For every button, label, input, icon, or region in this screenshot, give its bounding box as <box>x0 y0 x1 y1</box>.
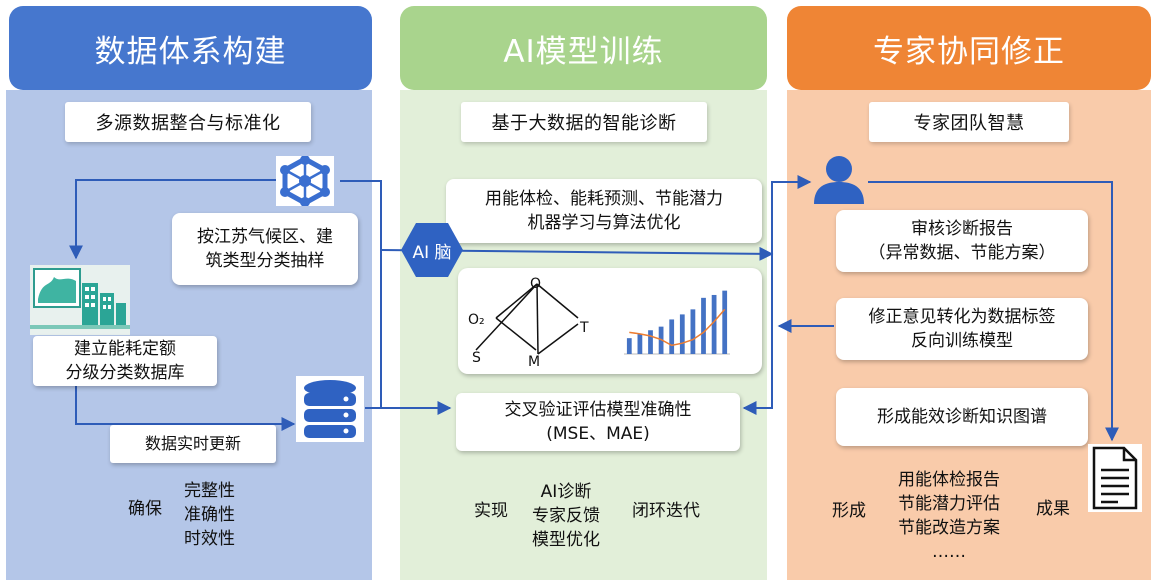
mini-chart-bar <box>690 309 696 354</box>
mini-chart-line <box>629 308 726 347</box>
column1-subtitle: 多源数据整合与标准化 <box>65 102 311 142</box>
sampling-box: 按江苏气候区、建 筑类型分类抽样 <box>172 213 358 285</box>
graph-node: O <box>530 276 542 292</box>
database-icon <box>296 376 364 442</box>
column1-header: 数据体系构建 <box>9 6 372 90</box>
ai-brain-badge: AI 脑 <box>400 221 464 279</box>
loop-label: 闭环迭代 <box>632 501 700 521</box>
form-list: 用能体检报告 节能潜力评估 节能改造方案 …… <box>898 468 1000 564</box>
ensure-label: 确保 <box>128 499 162 519</box>
graph-node: T <box>580 320 589 336</box>
database-box: 建立能耗定额 分级分类数据库 <box>33 336 217 386</box>
update-box: 数据实时更新 <box>110 425 276 463</box>
column2-header: AI模型训练 <box>400 6 767 90</box>
mini-chart-bar <box>669 319 675 354</box>
realize-item: AI诊断 <box>540 482 592 502</box>
ai-brain-label: AI 脑 <box>412 242 452 263</box>
functions-box: 用能体检、能耗预测、节能潜力 机器学习与算法优化 <box>446 179 762 243</box>
network-icon <box>276 155 334 207</box>
review-box: 审核诊断报告 （异常数据、节能方案） <box>836 210 1088 272</box>
map-buildings-icon <box>30 263 130 335</box>
ensure-list: 完整性 准确性 时效性 <box>184 479 235 551</box>
analysis-box: O O₂ T S M <box>458 268 762 374</box>
database-line-1: 建立能耗定额 <box>74 339 176 359</box>
graph-node: S <box>472 350 481 366</box>
validate-line-1: 交叉验证评估模型准确性 <box>504 400 692 420</box>
graph-node: M <box>528 354 541 370</box>
functions-line-1: 用能体检、能耗预测、节能潜力 <box>485 189 723 209</box>
database-line-2: 分级分类数据库 <box>65 363 185 383</box>
realize-item: 模型优化 <box>532 530 600 550</box>
validate-box: 交叉验证评估模型准确性 (MSE、MAE) <box>456 393 740 451</box>
mini-chart-bar <box>679 314 685 354</box>
document-icon <box>1088 444 1142 512</box>
mini-bar-chart <box>624 290 730 355</box>
mini-chart-bar <box>626 338 632 354</box>
functions-line-2: 机器学习与算法优化 <box>527 213 681 233</box>
mini-chart-bar <box>722 290 728 354</box>
mini-chart-bar <box>701 297 706 354</box>
form-label: 形成 <box>832 501 866 521</box>
expert-user-icon <box>812 154 866 206</box>
feedback-line-2: 反向训练模型 <box>911 331 1013 351</box>
column2-subtitle: 基于大数据的智能诊断 <box>461 102 707 142</box>
form-item: 用能体检报告 <box>898 470 1000 490</box>
form-item: …… <box>932 542 966 562</box>
validate-line-2: (MSE、MAE) <box>546 424 650 444</box>
column3-header: 专家协同修正 <box>787 6 1151 90</box>
ensure-item: 准确性 <box>184 505 235 525</box>
mini-chart-bar <box>637 333 643 354</box>
sampling-line-2: 筑类型分类抽样 <box>205 251 325 271</box>
relation-graph <box>475 283 579 355</box>
ensure-item: 时效性 <box>184 529 235 549</box>
ensure-item: 完整性 <box>184 481 235 501</box>
review-line-2: （异常数据、节能方案） <box>868 243 1056 263</box>
sampling-line-1: 按江苏气候区、建 <box>197 227 333 247</box>
knowledge-box: 形成能效诊断知识图谱 <box>836 388 1088 446</box>
feedback-box: 修正意见转化为数据标签 反向训练模型 <box>836 298 1088 360</box>
form-item: 节能改造方案 <box>898 518 1000 538</box>
mini-chart-bar <box>711 294 717 354</box>
review-line-1: 审核诊断报告 <box>911 219 1013 239</box>
realize-label: 实现 <box>474 501 508 521</box>
mini-chart-bar <box>648 330 653 354</box>
column3-subtitle: 专家团队智慧 <box>869 102 1069 142</box>
graph-node: O₂ <box>468 312 485 328</box>
form-item: 节能潜力评估 <box>898 494 1000 514</box>
realize-list: AI诊断 专家反馈 模型优化 <box>532 480 600 552</box>
feedback-line-1: 修正意见转化为数据标签 <box>868 307 1056 327</box>
result-label: 成果 <box>1036 499 1070 519</box>
realize-item: 专家反馈 <box>532 506 600 526</box>
